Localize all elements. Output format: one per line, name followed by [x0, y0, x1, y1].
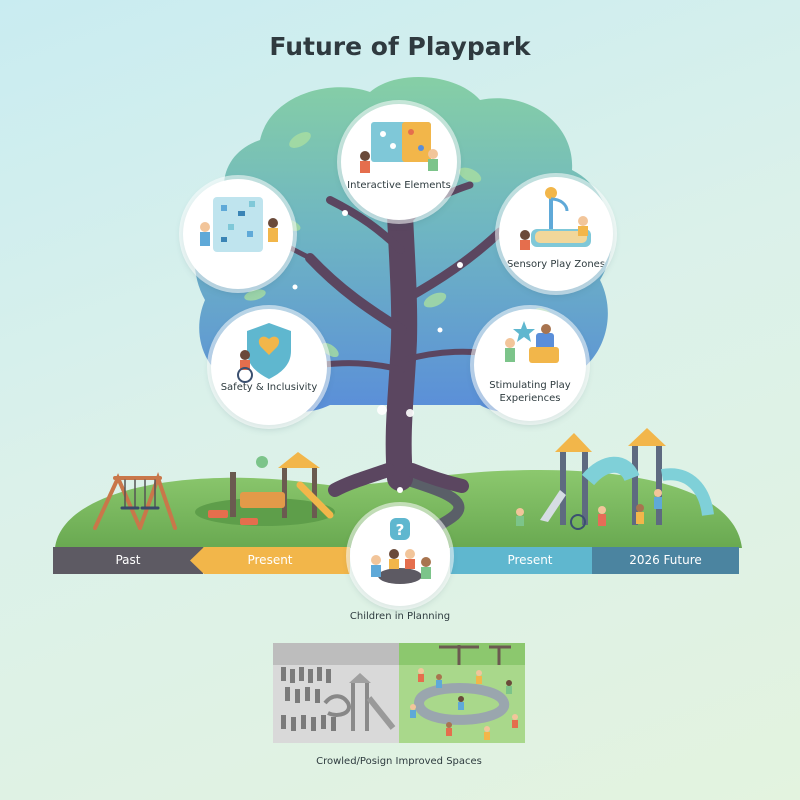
timeline-future: 2026 Future — [592, 547, 739, 574]
comparison-panel — [273, 643, 525, 743]
timeline-present-right: Present — [450, 547, 610, 574]
leaf — [289, 132, 311, 148]
node-label: Experiences — [499, 393, 561, 404]
improved-space-panel — [399, 643, 525, 743]
node-label: Stimulating Play — [489, 380, 571, 391]
glow-dot — [342, 210, 348, 216]
climbing-wall-illustration — [200, 197, 278, 252]
planning-illustration: ? — [371, 518, 431, 584]
play-structure-left — [195, 452, 335, 526]
swing-set — [93, 471, 177, 530]
node-stimulating-play: Stimulating Play Experiences — [474, 309, 586, 421]
planning-caption: Children in Planning — [349, 611, 451, 622]
timeline-present-left: Present — [190, 547, 350, 574]
node-children-in-planning: ? — [350, 506, 450, 606]
glow-dot — [437, 327, 443, 333]
leaf — [423, 292, 447, 308]
svg-text:?: ? — [396, 521, 405, 539]
crowded-space-panel — [273, 643, 399, 743]
safety-shield-illustration — [237, 323, 291, 383]
sandbox-illustration — [520, 187, 591, 250]
node-climbing-wall — [183, 179, 293, 289]
leaf — [244, 289, 266, 301]
glow-dot — [397, 487, 403, 493]
page-title: Future of Playpark — [269, 32, 531, 61]
leaf — [458, 167, 482, 183]
node-label: Interactive Elements — [347, 180, 451, 191]
comparison-caption: Crowled/Posign Improved Spaces — [316, 756, 482, 767]
glow-dot — [377, 405, 387, 415]
node-label: Safety & Inclusivity — [220, 382, 318, 393]
node-sensory-play-zones: Sensory Play Zones — [499, 177, 613, 291]
glow-dot — [406, 409, 414, 417]
node-label: Sensory Play Zones — [506, 259, 606, 270]
node-interactive-elements: Interactive Elements — [341, 104, 457, 220]
stimulating-play-illustration — [505, 321, 559, 363]
interactive-wall-illustration — [360, 122, 438, 173]
glow-dot — [457, 262, 463, 268]
glow-dot — [292, 284, 298, 290]
leaf — [321, 342, 339, 358]
node-safety-inclusivity: Safety & Inclusivity — [211, 309, 327, 425]
play-structure-right — [516, 428, 714, 530]
timeline-past: Past — [53, 547, 203, 574]
